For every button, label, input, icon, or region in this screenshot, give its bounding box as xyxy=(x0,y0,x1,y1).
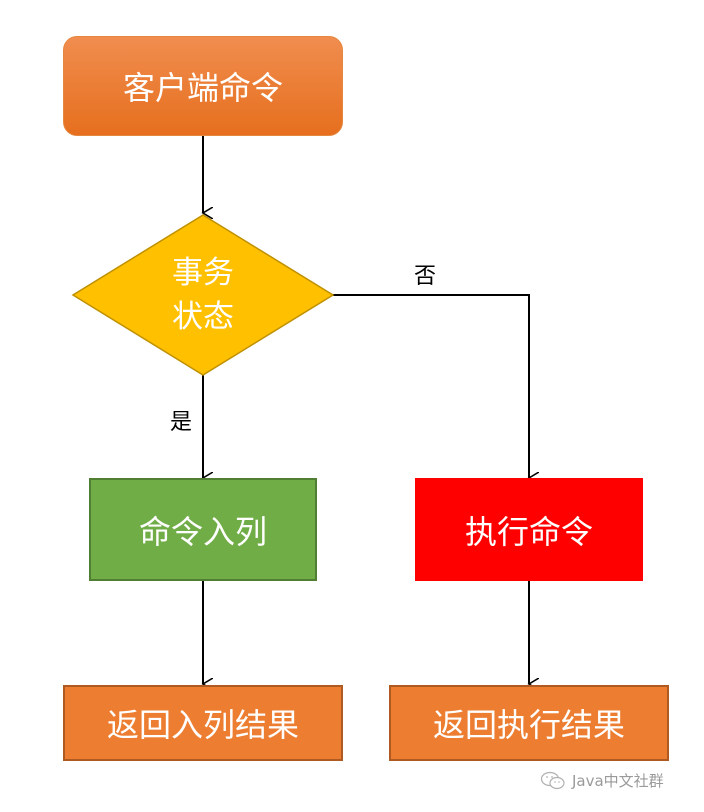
edge-label-no: 否 xyxy=(414,264,437,289)
return-execute-result-node: 返回执行结果 xyxy=(389,685,669,761)
transaction-state-line2: 状态 xyxy=(172,299,234,335)
client-command-text: 客户端命令 xyxy=(122,69,283,107)
transaction-state-node: 事务 状态 xyxy=(123,245,283,345)
return-enqueue-result-node: 返回入列结果 xyxy=(63,685,343,761)
execute-command-text: 执行命令 xyxy=(464,512,593,551)
transaction-state-line1: 事务 xyxy=(172,255,234,291)
return-execute-result-text: 返回执行结果 xyxy=(432,706,625,744)
enqueue-command-node: 命令入列 xyxy=(89,478,317,581)
edge-label-yes: 是 xyxy=(170,410,193,435)
decision-diamond xyxy=(71,214,335,376)
watermark-text: Java中文社群 xyxy=(572,772,664,790)
watermark: Java中文社群 xyxy=(540,770,664,791)
execute-command-node: 执行命令 xyxy=(415,478,643,581)
arrow-decision-to-execute xyxy=(333,294,529,478)
enqueue-command-text: 命令入列 xyxy=(138,512,267,551)
client-command-node: 客户端命令 xyxy=(63,36,343,136)
wechat-icon xyxy=(540,771,565,789)
return-enqueue-result-text: 返回入列结果 xyxy=(106,706,299,744)
